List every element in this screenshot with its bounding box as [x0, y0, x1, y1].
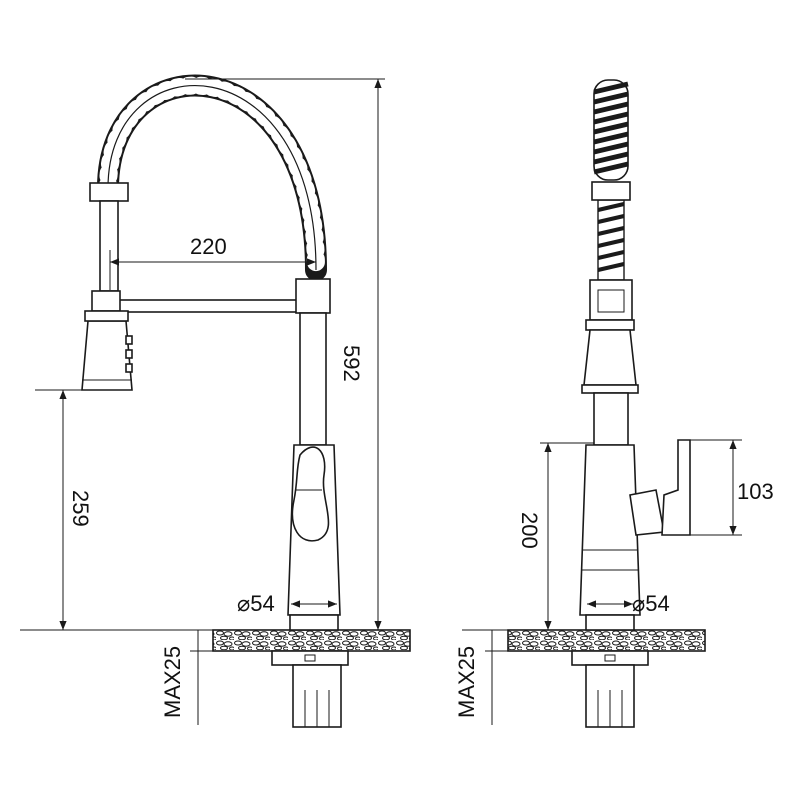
coil-collar-right [591, 181, 631, 201]
upper-connector-right [589, 279, 633, 321]
column-top-collar-left [295, 278, 331, 314]
reach-dimension-label: 220 [190, 234, 227, 259]
right-view: 103 200 ⌀54 MAX25 [454, 79, 774, 728]
deck-thickness-label-right: MAX25 [454, 646, 479, 718]
countertop-slab-left [212, 629, 411, 652]
handle-lever-right [661, 439, 691, 536]
spray-head-right [583, 329, 637, 386]
left-view: 220 592 259 ⌀54 MAX25 [20, 74, 411, 728]
main-column-right [593, 392, 629, 446]
under-plate-left [271, 650, 349, 666]
coil-collar-left [89, 182, 129, 202]
base-collar-right [585, 614, 635, 631]
under-plate-right [571, 650, 649, 666]
countertop-slab-right [507, 629, 706, 652]
handle-height-dimension-label: 103 [737, 479, 774, 504]
base-collar-left [289, 614, 339, 631]
hose-left [99, 200, 119, 292]
spring-coil-left [97, 74, 327, 281]
base-diameter-label-left: ⌀54 [237, 591, 275, 616]
horizontal-arm-left [117, 299, 303, 313]
spray-head-left [81, 290, 133, 391]
body-height-dimension-label: 200 [517, 512, 542, 549]
spring-coil-right [593, 79, 629, 281]
deck-thickness-label-left: MAX25 [160, 646, 185, 718]
handle-lever-left [291, 446, 330, 542]
handle-side-right [629, 489, 665, 536]
spout-height-dimension-label: 259 [68, 490, 93, 527]
base-diameter-label-right: ⌀54 [632, 591, 670, 616]
valve-body-right [579, 444, 641, 616]
total-height-dimension-label: 592 [339, 345, 364, 382]
main-column-left [299, 312, 327, 446]
